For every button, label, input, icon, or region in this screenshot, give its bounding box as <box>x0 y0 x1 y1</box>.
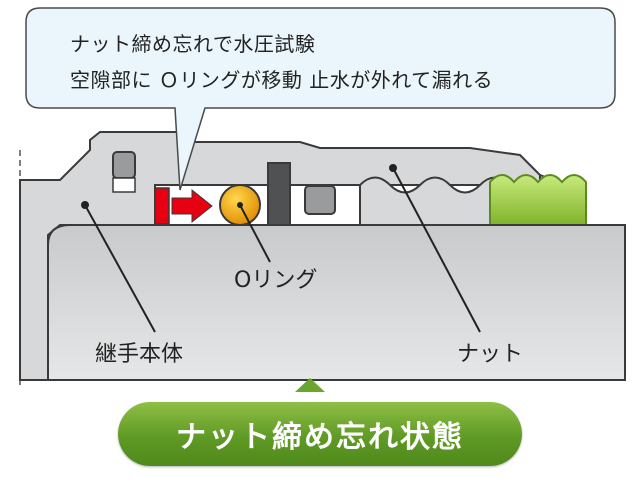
gasket <box>304 185 336 215</box>
callout-bubble <box>25 7 616 191</box>
callout-line-2: 空隙部に Ｏリングが移動 止水が外れて漏れる <box>70 68 494 92</box>
status-banner: ナット締め忘れ状態 <box>118 402 522 466</box>
movement-arrow-icon <box>171 188 213 224</box>
leader-body <box>84 204 156 333</box>
pipe-body <box>47 224 626 381</box>
leader-nut <box>392 167 481 333</box>
label-o-ring: Oリング <box>234 268 318 293</box>
label-nut: ナット <box>457 342 524 367</box>
status-banner-text: ナット締め忘れ状態 <box>176 420 464 455</box>
banner-pointer <box>295 378 325 392</box>
leader-oring <box>239 204 271 263</box>
green-seal <box>489 174 587 226</box>
retainer-block <box>112 151 136 179</box>
callout-line-1: ナット締め忘れで水圧試験 <box>70 32 316 56</box>
label-joint-body: 継手本体 <box>95 342 184 367</box>
seal-ring-red <box>154 187 170 225</box>
spacer-block <box>267 162 291 226</box>
retainer-slot <box>112 177 136 193</box>
